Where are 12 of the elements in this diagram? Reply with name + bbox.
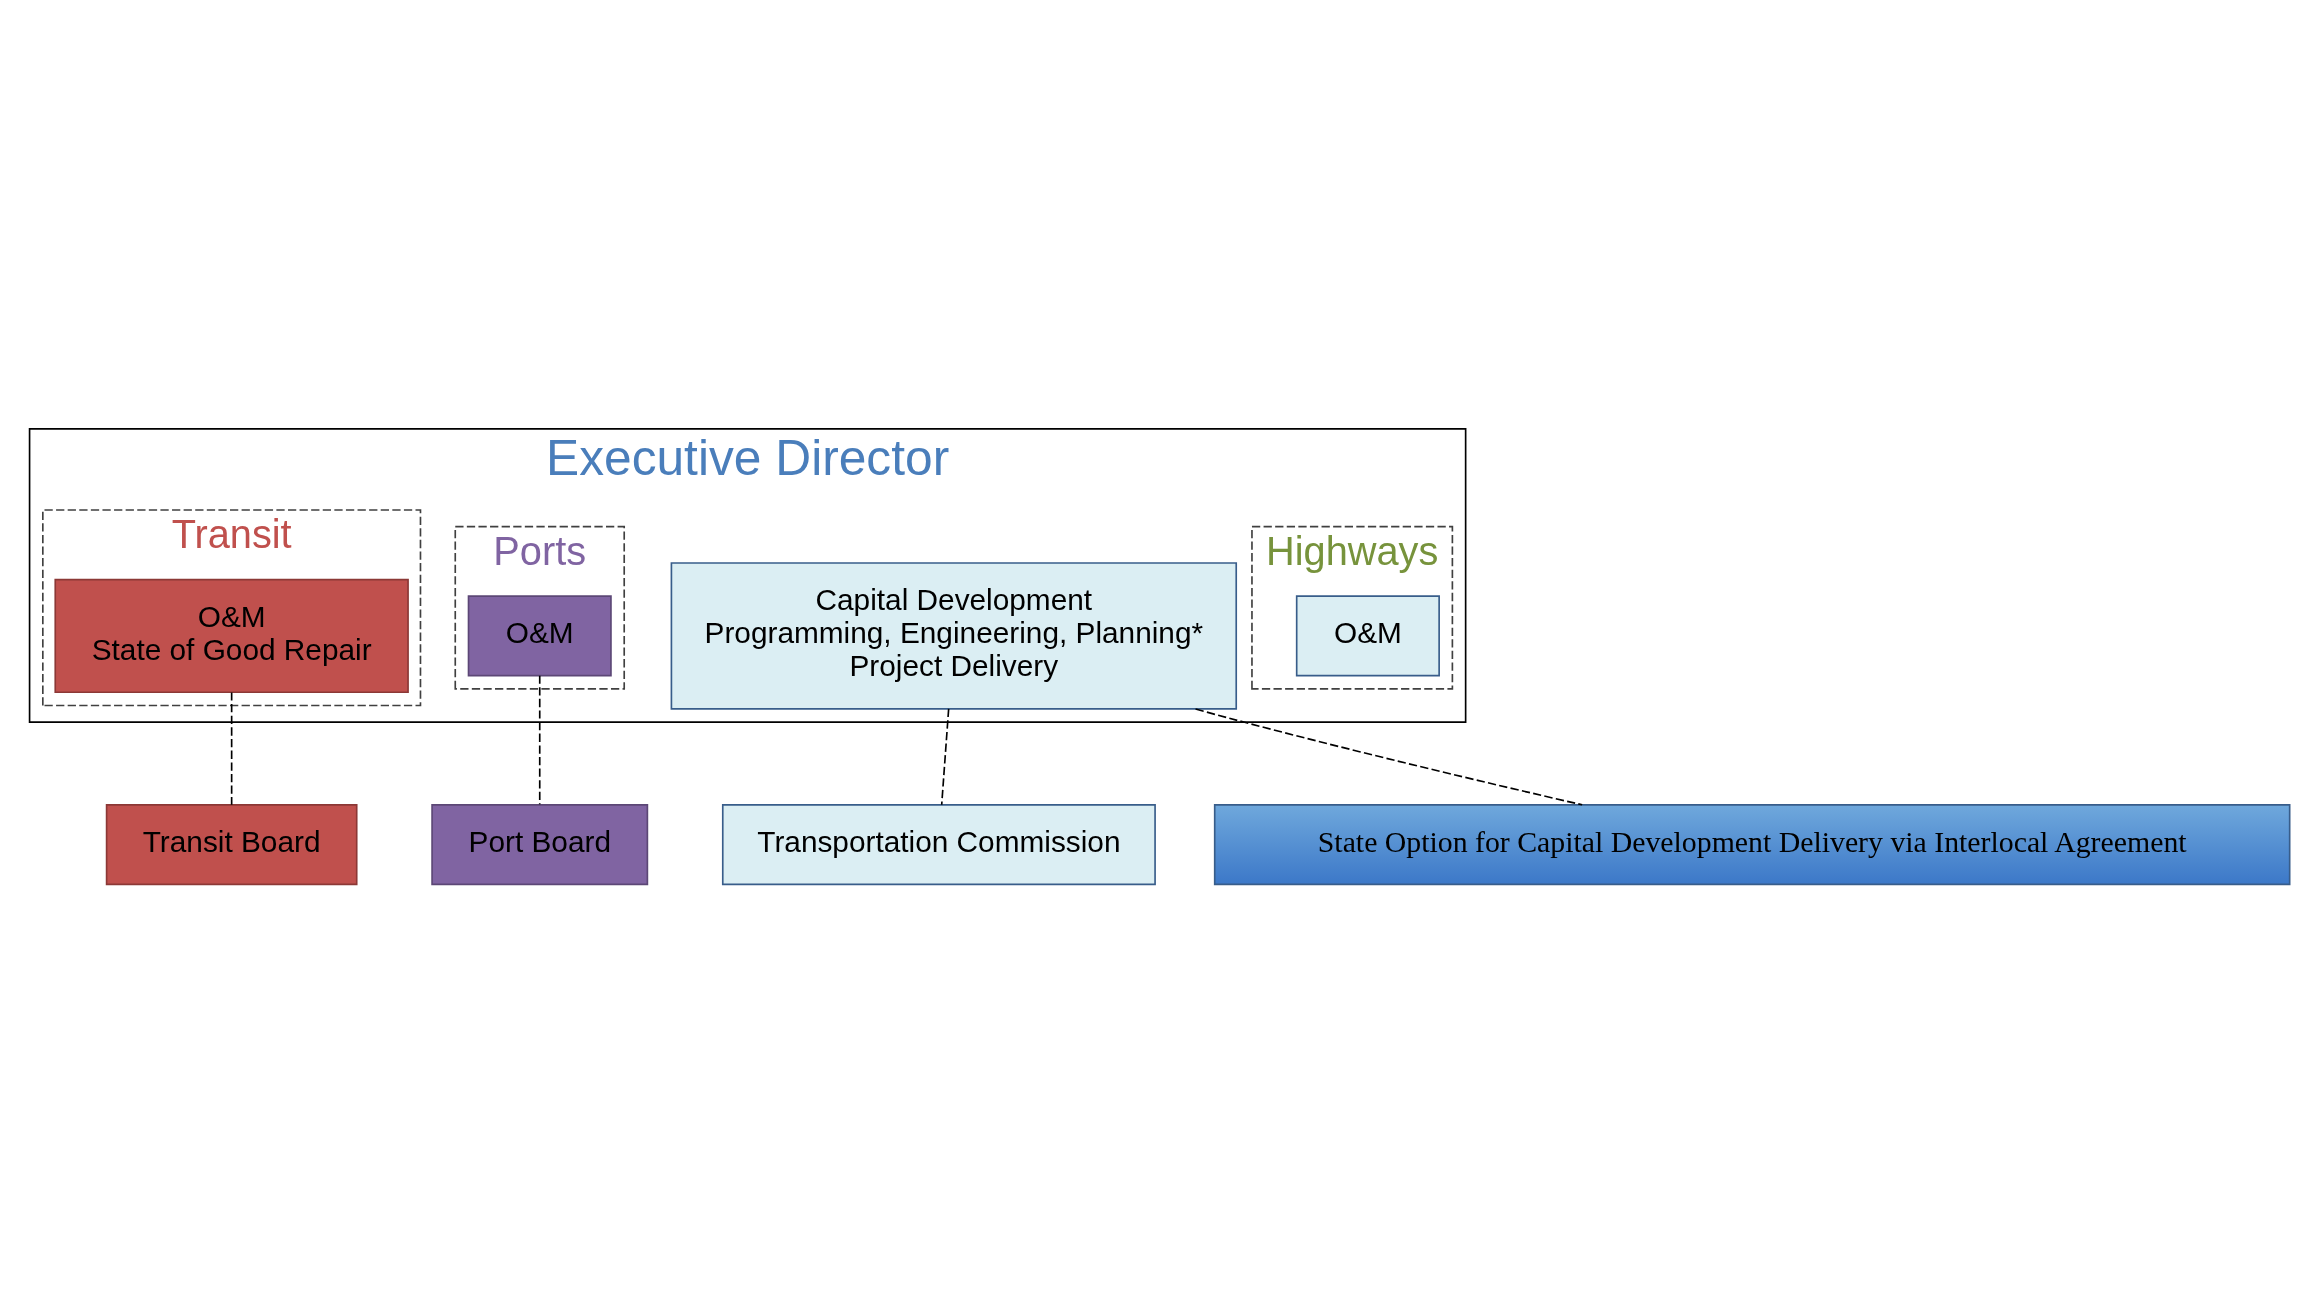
connector (1194, 707, 1583, 806)
node-box: Capital Development Programming, Engineering, Planning* Project Delivery (670, 561, 1238, 710)
connector (940, 707, 950, 806)
node-box: Transportation Commission (721, 803, 1156, 885)
node-box: Transit Board (105, 803, 358, 885)
node-box: O&M State of Good Repair (54, 578, 409, 693)
connector (538, 674, 541, 805)
node-box: State Option for Capital Development Delivery via Interlocal Agreement (1213, 803, 2291, 885)
node-box: O&M (1295, 594, 1440, 676)
node-box: Port Board (431, 803, 649, 885)
connector (230, 691, 233, 806)
node-box: O&M (467, 594, 612, 676)
